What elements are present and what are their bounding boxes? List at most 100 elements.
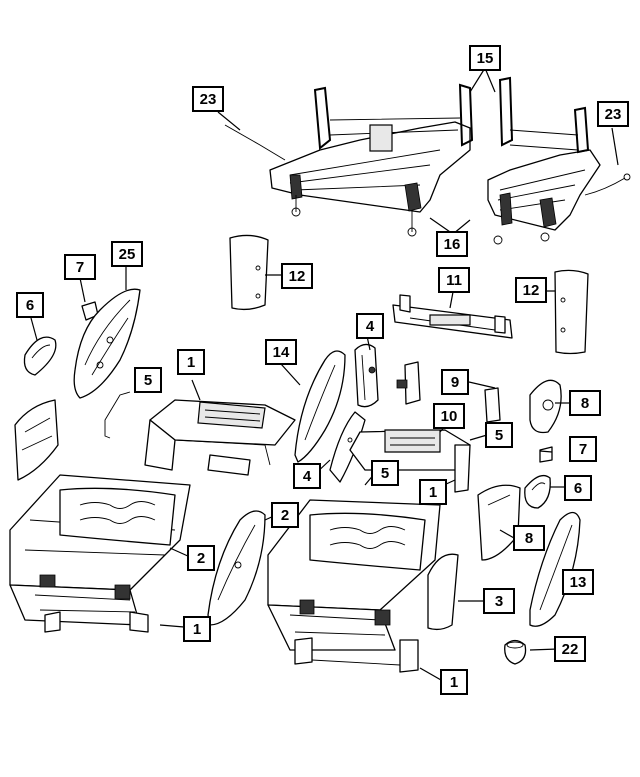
- callout-8: 8: [513, 525, 545, 551]
- trim-panel-12-left: [229, 234, 269, 311]
- callout-number: 1: [450, 674, 458, 691]
- shield-13: [529, 511, 581, 627]
- callout-12: 12: [281, 263, 313, 289]
- callout-number: 1: [187, 354, 195, 371]
- callout-box: [64, 254, 96, 280]
- callout-number: 5: [381, 465, 389, 482]
- callout-box: [483, 588, 515, 614]
- cover-8-bottom: [477, 484, 521, 561]
- trim-4-lower: [329, 411, 366, 483]
- pad-3: [427, 553, 459, 631]
- wire-5-left: [104, 391, 131, 439]
- hinge-trim-4-top: [354, 343, 379, 408]
- callout-box: [192, 86, 224, 112]
- callout-box: [419, 479, 447, 505]
- callout-number: 16: [444, 236, 461, 253]
- callout-box: [265, 339, 297, 365]
- callout-box: [183, 616, 211, 642]
- callout-10: 10: [433, 403, 465, 429]
- callout-box: [134, 367, 162, 393]
- callout-box: [293, 463, 321, 489]
- callout-number: 8: [581, 395, 589, 412]
- callout-box: [441, 369, 469, 395]
- callout-box: [16, 292, 44, 318]
- callout-number: 2: [281, 507, 289, 524]
- callout-number: 25: [119, 246, 136, 263]
- callout-4: 4: [293, 463, 321, 489]
- callout-box: [513, 525, 545, 551]
- callout-7: 7: [64, 254, 96, 280]
- side-shield-25: [73, 288, 141, 399]
- callout-box: [433, 403, 465, 429]
- callout-box: [485, 422, 513, 448]
- callout-25: 25: [111, 241, 143, 267]
- hinge-cover-8-top: [529, 379, 562, 434]
- cushion-frame-1-right: [349, 429, 471, 493]
- callout-number: 4: [366, 318, 375, 335]
- callout-7: 7: [569, 436, 597, 462]
- callout-13: 13: [562, 569, 594, 595]
- callout-8: 8: [569, 390, 601, 416]
- callout-box: [281, 263, 313, 289]
- callout-number: 3: [495, 593, 503, 610]
- callout-3: 3: [483, 588, 515, 614]
- callout-number: 14: [273, 344, 290, 361]
- callout-number: 23: [605, 106, 622, 123]
- callout-9: 9: [441, 369, 469, 395]
- callout-number: 12: [523, 282, 540, 299]
- callout-number: 12: [289, 268, 306, 285]
- callout-number: 2: [197, 550, 205, 567]
- callout-box: [554, 636, 586, 662]
- callout-2: 2: [187, 545, 215, 571]
- callout-number: 8: [525, 530, 533, 547]
- callout-box: [569, 390, 601, 416]
- cover-6-right: [524, 474, 551, 509]
- seat-back-frame-right: [487, 76, 631, 245]
- side-trim-2-left: [207, 510, 266, 626]
- callout-box: [469, 45, 501, 71]
- cushion-frame-1-top: [144, 399, 296, 476]
- seat-assembly-left: [9, 474, 191, 633]
- callout-box: [440, 669, 468, 695]
- callout-23: 23: [597, 101, 629, 127]
- callout-number: 13: [570, 574, 587, 591]
- cover-panel-left: [14, 399, 59, 481]
- seat-back-frame-left: [224, 83, 474, 237]
- callout-number: 11: [446, 272, 462, 289]
- callout-number: 5: [144, 372, 152, 389]
- callout-box: [356, 313, 384, 339]
- cup-22: [504, 639, 527, 665]
- callout-4: 4: [356, 313, 384, 339]
- clip-7-right: [539, 446, 553, 463]
- bracket-11: [392, 294, 513, 339]
- callout-box: [436, 231, 468, 257]
- callout-5: 5: [485, 422, 513, 448]
- callout-number: 9: [451, 374, 459, 391]
- callout-number: 22: [562, 641, 579, 658]
- callout-16: 16: [436, 231, 468, 257]
- callout-6: 6: [564, 475, 592, 501]
- callout-22: 22: [554, 636, 586, 662]
- callout-23: 23: [192, 86, 224, 112]
- callout-6: 6: [16, 292, 44, 318]
- mechanism-9: [396, 361, 501, 423]
- callout-15: 15: [469, 45, 501, 71]
- callout-box: [438, 267, 470, 293]
- callout-5: 5: [134, 367, 162, 393]
- callout-box: [515, 277, 547, 303]
- callout-1: 1: [183, 616, 211, 642]
- callout-1: 1: [440, 669, 468, 695]
- callout-box: [597, 101, 629, 127]
- callout-number: 15: [477, 50, 494, 67]
- clip-6-left: [23, 336, 57, 376]
- seat-back-panel-14: [294, 350, 346, 463]
- callout-box: [271, 502, 299, 528]
- callout-box: [569, 436, 597, 462]
- callout-number: 1: [193, 621, 201, 638]
- callout-box: [111, 241, 143, 267]
- callout-number: 1: [429, 484, 437, 501]
- trim-panel-12-right: [554, 269, 589, 355]
- callout-number: 6: [574, 480, 582, 497]
- callout-1: 1: [177, 349, 205, 375]
